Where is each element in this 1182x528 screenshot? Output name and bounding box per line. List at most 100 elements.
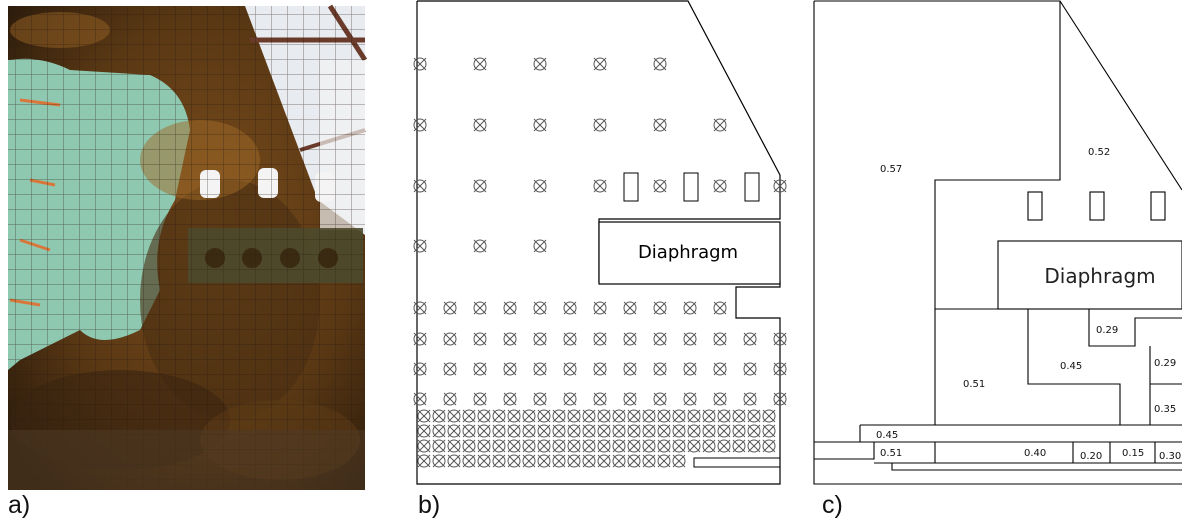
diaphragm-label: Diaphragm bbox=[638, 242, 738, 263]
measurement-point-marker bbox=[522, 439, 536, 453]
measurement-point-marker bbox=[413, 239, 427, 253]
measurement-point-marker bbox=[672, 439, 686, 453]
thickness-value: 0.57 bbox=[880, 164, 902, 175]
measurement-point-marker bbox=[683, 301, 697, 315]
measurement-point-marker bbox=[537, 439, 551, 453]
measurement-point-marker bbox=[473, 179, 487, 193]
measurement-point-marker bbox=[593, 392, 607, 406]
thickness-region-diagram: Diaphragm 0.57 0.52 0.29 0.45 0.29 0.51 … bbox=[813, 0, 1182, 485]
measurement-point-marker bbox=[477, 454, 491, 468]
measurement-point-marker bbox=[713, 179, 727, 193]
panel-a-photo: a) bbox=[0, 0, 400, 523]
measurement-point-marker bbox=[743, 392, 757, 406]
measurement-point-marker bbox=[537, 424, 551, 438]
measurement-point-marker bbox=[683, 392, 697, 406]
measurement-point-marker bbox=[642, 424, 656, 438]
measurement-point-diagram: Diaphragm bbox=[413, 0, 787, 485]
cutout-slot bbox=[623, 172, 639, 202]
measurement-point-marker bbox=[717, 439, 731, 453]
measurement-point-marker bbox=[653, 301, 667, 315]
measurement-point-marker bbox=[657, 439, 671, 453]
measurement-point-marker bbox=[612, 439, 626, 453]
measurement-point-marker bbox=[533, 118, 547, 132]
measurement-point-marker bbox=[503, 301, 517, 315]
measurement-point-marker bbox=[473, 392, 487, 406]
measurement-point-marker bbox=[567, 439, 581, 453]
measurement-point-marker bbox=[623, 392, 637, 406]
thickness-value: 0.51 bbox=[963, 379, 985, 390]
measurement-point-marker bbox=[413, 392, 427, 406]
measurement-point-marker bbox=[762, 409, 776, 423]
measurement-point-marker bbox=[552, 454, 566, 468]
measurement-point-marker bbox=[462, 424, 476, 438]
measurement-point-marker bbox=[443, 301, 457, 315]
measurement-point-marker bbox=[627, 439, 641, 453]
measurement-point-marker bbox=[593, 57, 607, 71]
measurement-point-marker bbox=[462, 454, 476, 468]
measurement-point-marker bbox=[567, 424, 581, 438]
measurement-point-marker bbox=[762, 439, 776, 453]
measurement-point-marker bbox=[492, 424, 506, 438]
measurement-point-marker bbox=[683, 362, 697, 376]
measurement-point-marker bbox=[597, 454, 611, 468]
diaphragm-label: Diaphragm bbox=[1044, 264, 1155, 288]
measurement-point-marker bbox=[413, 332, 427, 346]
measurement-point-marker bbox=[447, 439, 461, 453]
measurement-point-marker bbox=[672, 424, 686, 438]
measurement-point-marker bbox=[533, 392, 547, 406]
region-boundary bbox=[1027, 309, 1121, 425]
thickness-value: 0.45 bbox=[1060, 361, 1082, 372]
thickness-value: 0.20 bbox=[1080, 451, 1102, 462]
measurement-point-marker bbox=[417, 439, 431, 453]
corroded-girder-photo bbox=[8, 4, 368, 490]
measurement-point-marker bbox=[432, 439, 446, 453]
thickness-value: 0.35 bbox=[1154, 404, 1176, 415]
measurement-point-marker bbox=[672, 454, 686, 468]
measurement-point-marker bbox=[473, 332, 487, 346]
measurement-point-marker bbox=[593, 362, 607, 376]
measurement-point-marker bbox=[417, 409, 431, 423]
region-boundary bbox=[814, 442, 875, 460]
measurement-point-marker bbox=[417, 454, 431, 468]
measurement-point-marker bbox=[713, 301, 727, 315]
measurement-point-marker bbox=[653, 392, 667, 406]
measurement-point-marker bbox=[533, 362, 547, 376]
measurement-point-marker bbox=[552, 409, 566, 423]
measurement-point-marker bbox=[417, 424, 431, 438]
measurement-point-marker bbox=[732, 439, 746, 453]
measurement-point-marker bbox=[687, 409, 701, 423]
measurement-point-marker bbox=[582, 409, 596, 423]
measurement-point-marker bbox=[657, 424, 671, 438]
measurement-point-marker bbox=[552, 439, 566, 453]
measurement-point-marker bbox=[702, 439, 716, 453]
cutout-slot bbox=[1089, 191, 1105, 221]
measurement-point-marker bbox=[597, 424, 611, 438]
measurement-point-marker bbox=[747, 409, 761, 423]
measurement-point-marker bbox=[473, 362, 487, 376]
measurement-point-marker bbox=[623, 301, 637, 315]
measurement-point-marker bbox=[653, 57, 667, 71]
measurement-point-marker bbox=[702, 424, 716, 438]
measurement-point-marker bbox=[593, 179, 607, 193]
measurement-point-marker bbox=[593, 332, 607, 346]
measurement-point-marker bbox=[413, 118, 427, 132]
measurement-point-marker bbox=[432, 409, 446, 423]
measurement-point-marker bbox=[537, 454, 551, 468]
measurement-point-marker bbox=[687, 424, 701, 438]
measurement-point-marker bbox=[567, 454, 581, 468]
measurement-point-marker bbox=[507, 424, 521, 438]
measurement-point-marker bbox=[443, 392, 457, 406]
measurement-point-marker bbox=[593, 301, 607, 315]
measurement-point-marker bbox=[447, 409, 461, 423]
measurement-point-marker bbox=[462, 409, 476, 423]
measurement-point-marker bbox=[743, 332, 757, 346]
cutout-slot bbox=[1027, 191, 1043, 221]
cutout-slot bbox=[744, 172, 760, 202]
measurement-point-marker bbox=[477, 409, 491, 423]
measurement-point-marker bbox=[623, 362, 637, 376]
measurement-point-marker bbox=[773, 179, 787, 193]
measurement-point-marker bbox=[773, 362, 787, 376]
measurement-point-marker bbox=[533, 57, 547, 71]
bottom-slot bbox=[693, 457, 781, 468]
thickness-value: 0.45 bbox=[876, 430, 898, 441]
